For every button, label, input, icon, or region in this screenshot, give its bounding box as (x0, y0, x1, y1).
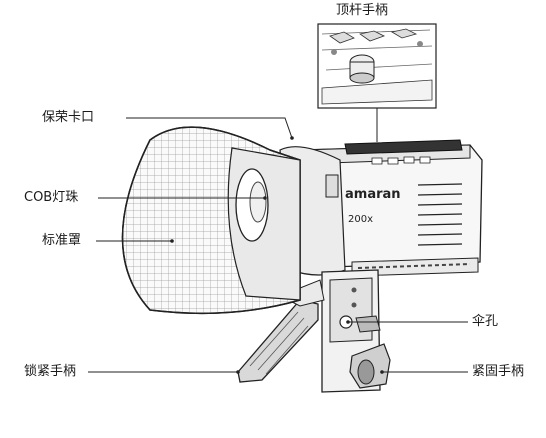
label-umbrella-hole: 伞孔 (472, 314, 499, 329)
bracket (321, 269, 391, 393)
standard-reflector (121, 126, 301, 315)
model-text: 200x (348, 214, 373, 225)
label-fastening-handle: 紧固手柄 (472, 364, 525, 379)
label-cob-bead: COB灯珠 (24, 190, 79, 205)
brand-text: amaran (345, 187, 401, 202)
leader-lines (88, 117, 468, 373)
label-top-handle: 顶杆手柄 (336, 3, 389, 18)
lamp-body (279, 139, 483, 277)
label-standard-reflector: 标准罩 (42, 233, 82, 248)
top-handle-inset (317, 23, 437, 109)
label-protective-clip: 保荣卡口 (42, 110, 95, 125)
label-lock-handle: 锁紧手柄 (24, 364, 77, 379)
